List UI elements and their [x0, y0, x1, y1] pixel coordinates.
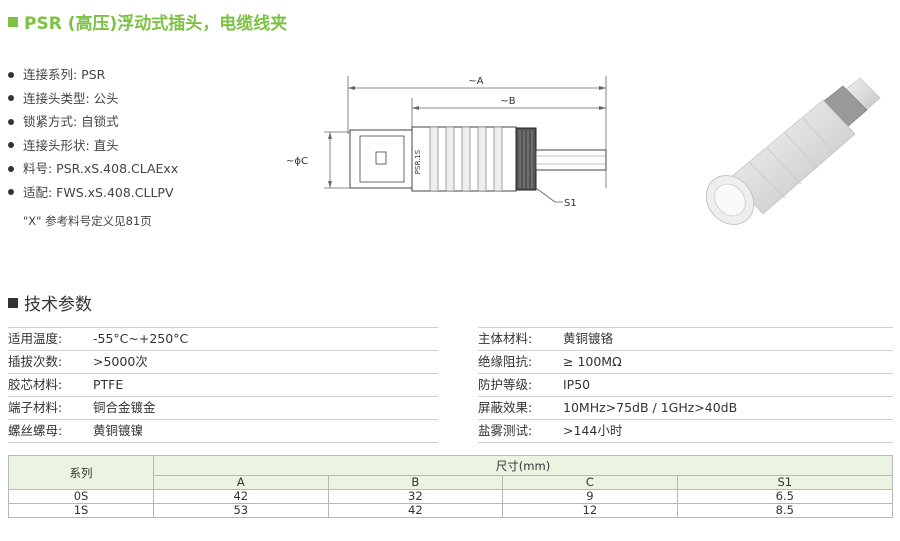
dim-b-label: ~B — [500, 96, 515, 107]
reference-note: "X" 参考料号定义见81页 — [23, 214, 152, 228]
spec-row: 屏蔽效果:10MHz>75dB / 1GHz>40dB — [478, 397, 893, 420]
dim-s1-label: S1 — [564, 198, 577, 209]
col-header-s1: S1 — [676, 475, 894, 490]
bullet-icon — [8, 71, 14, 78]
dim-c-label: ~ϕC — [286, 156, 308, 167]
list-item: 连接系列: PSR — [8, 63, 178, 87]
col-header-c: C — [502, 475, 678, 490]
connector-drawing: ~A ~B ~ϕC PSR.1S S1 — [286, 76, 607, 209]
spec-row: 胶芯材料:PTFE — [8, 374, 438, 397]
spec-row: 端子材料:铜合金镀金 — [8, 397, 438, 420]
bullet-icon — [8, 142, 14, 149]
spec-list-left: 适用温度:-55°C~+250°C 插拔次数:>5000次 胶芯材料:PTFE … — [8, 327, 438, 443]
dimensions-table: 系列 尺寸(mm) A B C S1 0S 42 32 9 6.5 1S 53 … — [8, 455, 894, 518]
size-header: 尺寸(mm) — [153, 455, 893, 476]
spec-row: 插拔次数:>5000次 — [8, 351, 438, 374]
dim-a-label: ~A — [468, 76, 483, 87]
title-square-icon — [8, 297, 18, 308]
list-item: 适配: FWS.xS.408.CLLPV — [8, 181, 178, 205]
spec-row: 盐雾测试:>144小时 — [478, 420, 893, 443]
list-item: 料号: PSR.xS.408.CLAExx — [8, 157, 178, 181]
table-row: 1S 53 42 12 8.5 — [8, 503, 894, 518]
bullet-icon — [8, 95, 14, 102]
product-title: PSR (高压)浮动式插头，电缆线夹 — [24, 14, 288, 34]
table-row: 0S 42 32 9 6.5 — [8, 489, 894, 504]
spec-row: 主体材料:黄铜镀铬 — [478, 327, 893, 351]
list-item: 连接头形状: 直头 — [8, 134, 178, 158]
col-header-a: A — [153, 475, 329, 490]
feature-list: 连接系列: PSR 连接头类型: 公头 锁紧方式: 自锁式 连接头形状: 直头 … — [8, 63, 178, 204]
col-header-b: B — [327, 475, 504, 490]
specs-title: 技术参数 — [24, 295, 92, 315]
spec-list-right: 主体材料:黄铜镀铬 绝缘阻抗:≥ 100MΩ 防护等级:IP50 屏蔽效果:10… — [478, 327, 893, 443]
title-square-icon — [8, 16, 18, 27]
bullet-icon — [8, 165, 14, 172]
spec-row: 螺丝螺母:黄铜镀镍 — [8, 420, 438, 443]
section-title-specs: 技术参数 — [8, 290, 92, 315]
spec-row: 适用温度:-55°C~+250°C — [8, 327, 438, 351]
list-item: 连接头类型: 公头 — [8, 87, 178, 111]
bullet-icon — [8, 118, 14, 125]
spec-row: 绝缘阻抗:≥ 100MΩ — [478, 351, 893, 374]
series-header: 系列 — [8, 455, 154, 490]
bullet-icon — [8, 189, 14, 196]
body-marking: PSR.1S — [414, 149, 422, 174]
section-title-product: PSR (高压)浮动式插头，电缆线夹 — [8, 9, 287, 34]
spec-row: 防护等级:IP50 — [478, 374, 893, 397]
product-3d-image — [705, 77, 881, 225]
list-item: 锁紧方式: 自锁式 — [8, 110, 178, 134]
